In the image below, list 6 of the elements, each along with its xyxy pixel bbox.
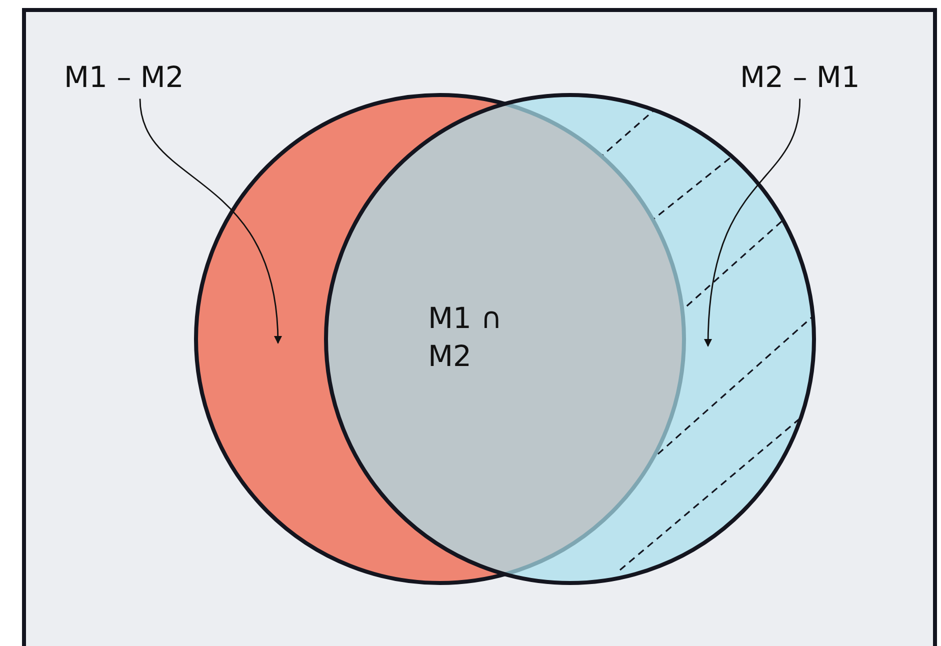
leader-arrow — [139, 98, 282, 344]
region-label: M1 – M2 — [64, 60, 184, 95]
right-circle — [324, 93, 816, 585]
leader-arrow — [704, 98, 801, 347]
region-label: M2 – M1 — [740, 60, 860, 95]
intersection-label: M1 ∩ M2 — [428, 300, 503, 375]
